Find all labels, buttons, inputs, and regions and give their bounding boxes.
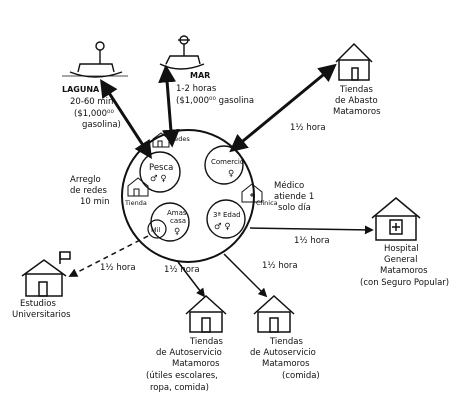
estudios-house-icon (21, 251, 71, 297)
hospital-text: Hospital General Matamoros (con Seguro P… (360, 244, 449, 288)
abasto-city: Matamoros (333, 107, 381, 117)
medico-sub-2: solo día (278, 203, 311, 213)
comercio-gender: ♀ (228, 169, 234, 179)
pesca-gender: ♂ ♀ (150, 174, 167, 184)
hospital-city: Matamoros (380, 266, 428, 276)
auto-right-house-icon (253, 294, 295, 333)
laguna-time: 20-60 min (70, 97, 113, 107)
amas-casa-group: Amas casa ♀ (150, 202, 190, 242)
mar-text: MAR 1-2 horas ($1,000⁰⁰ gasolina (176, 71, 254, 106)
tercera-edad-group: 3ª Edad ♂ ♀ (206, 199, 246, 239)
auto-left-note-2: ropa, comida) (150, 383, 209, 393)
auto-left-house-icon (185, 294, 227, 333)
arreglo-text: Arreglo de redes 10 min (70, 175, 110, 207)
abasto-title: Tiendas (339, 85, 374, 95)
amas-casa-label-2: casa (170, 217, 186, 225)
time-abasto: 1½ hora (290, 123, 326, 133)
auto-right-text: Tiendas de Autoservicio Matamoros (comid… (250, 337, 320, 381)
clinica-label: Clínica (256, 199, 278, 207)
pesca-circle (139, 151, 181, 193)
arreglo-title: Arreglo (70, 175, 101, 185)
hospital-sub: General (384, 255, 418, 265)
arrow-hospital (249, 225, 374, 235)
auto-left-text: Tiendas de Autoservicio Matamoros (útile… (146, 337, 224, 393)
laguna-title: LAGUNA (62, 85, 100, 94)
arrow-laguna (100, 78, 152, 160)
medico-title: Médico (274, 180, 304, 191)
mil-circle (147, 219, 167, 239)
community-circle (121, 129, 255, 263)
auto-right-sub: de Autoservicio (250, 348, 316, 358)
tercera-edad-label: 3ª Edad (213, 211, 241, 219)
estudios-text: Estudios Universitarios (12, 299, 71, 320)
laguna-cost: ($1,000⁰⁰ (74, 109, 114, 119)
clinica-house-icon (241, 183, 263, 203)
comercio-circle (204, 145, 244, 185)
estudios-sub: Universitarios (12, 310, 71, 320)
time-auto-right: 1½ hora (262, 261, 298, 271)
abasto-house-icon (335, 42, 373, 81)
mil-label: Mil (151, 226, 160, 234)
tercera-edad-gender: ♂ ♀ (214, 222, 231, 232)
mar-time: 1-2 horas (176, 84, 217, 94)
mil-group: Mil (147, 219, 167, 239)
amas-casa-gender: ♀ (174, 227, 180, 237)
hospital-title: Hospital (384, 244, 419, 254)
estudios-title: Estudios (20, 299, 56, 309)
auto-right-title: Tiendas (269, 337, 304, 347)
arrow-auto-right (223, 253, 268, 298)
mar-title: MAR (190, 71, 210, 80)
auto-left-city: Matamoros (172, 359, 220, 369)
tienda-label: Tienda (124, 199, 147, 207)
arrow-estudios (68, 235, 149, 277)
arrow-mar (158, 64, 180, 148)
time-estudios: 1½ hora (100, 263, 136, 273)
auto-right-city: Matamoros (262, 359, 310, 369)
medico-text: Médico atiende 1 solo día (274, 180, 314, 213)
comercio-group: Comercio ♀ (204, 145, 244, 185)
pesca-label: Pesca (149, 163, 173, 173)
laguna-text: LAGUNA 20-60 min ($1,000⁰⁰ gasolina) (62, 85, 121, 130)
hospital-house-icon (371, 197, 421, 241)
hospital-note: (con Seguro Popular) (360, 278, 449, 288)
abasto-text: Tiendas de Abasto Matamoros (333, 85, 381, 117)
time-auto-left: 1½ hora (164, 265, 200, 275)
tienda-house-icon (127, 177, 149, 197)
arrow-auto-left (177, 261, 206, 298)
mar-boat-icon (159, 35, 205, 70)
laguna-boat-icon (62, 41, 128, 78)
mar-cost: ($1,000⁰⁰ gasolina (176, 96, 254, 106)
time-hospital: 1½ hora (294, 236, 330, 246)
tercera-edad-circle (206, 199, 246, 239)
auto-left-title: Tiendas (189, 337, 224, 347)
comercio-label: Comercio (211, 158, 244, 166)
abasto-sub: de Abasto (335, 96, 378, 106)
medico-sub: atiende 1 (274, 192, 314, 202)
laguna-cost-2: gasolina) (82, 120, 121, 130)
auto-right-note: (comida) (282, 371, 320, 381)
redes-label: Redes (170, 135, 190, 143)
auto-left-sub: de Autoservicio (156, 348, 222, 358)
amas-casa-label: Amas (167, 209, 187, 217)
arreglo-sub: de redes (70, 186, 107, 196)
arreglo-time: 10 min (80, 197, 110, 207)
pesca-group: Pesca ♂ ♀ (139, 151, 181, 193)
auto-left-note: (útiles escolares, (146, 371, 218, 381)
arrow-abasto (229, 63, 337, 153)
